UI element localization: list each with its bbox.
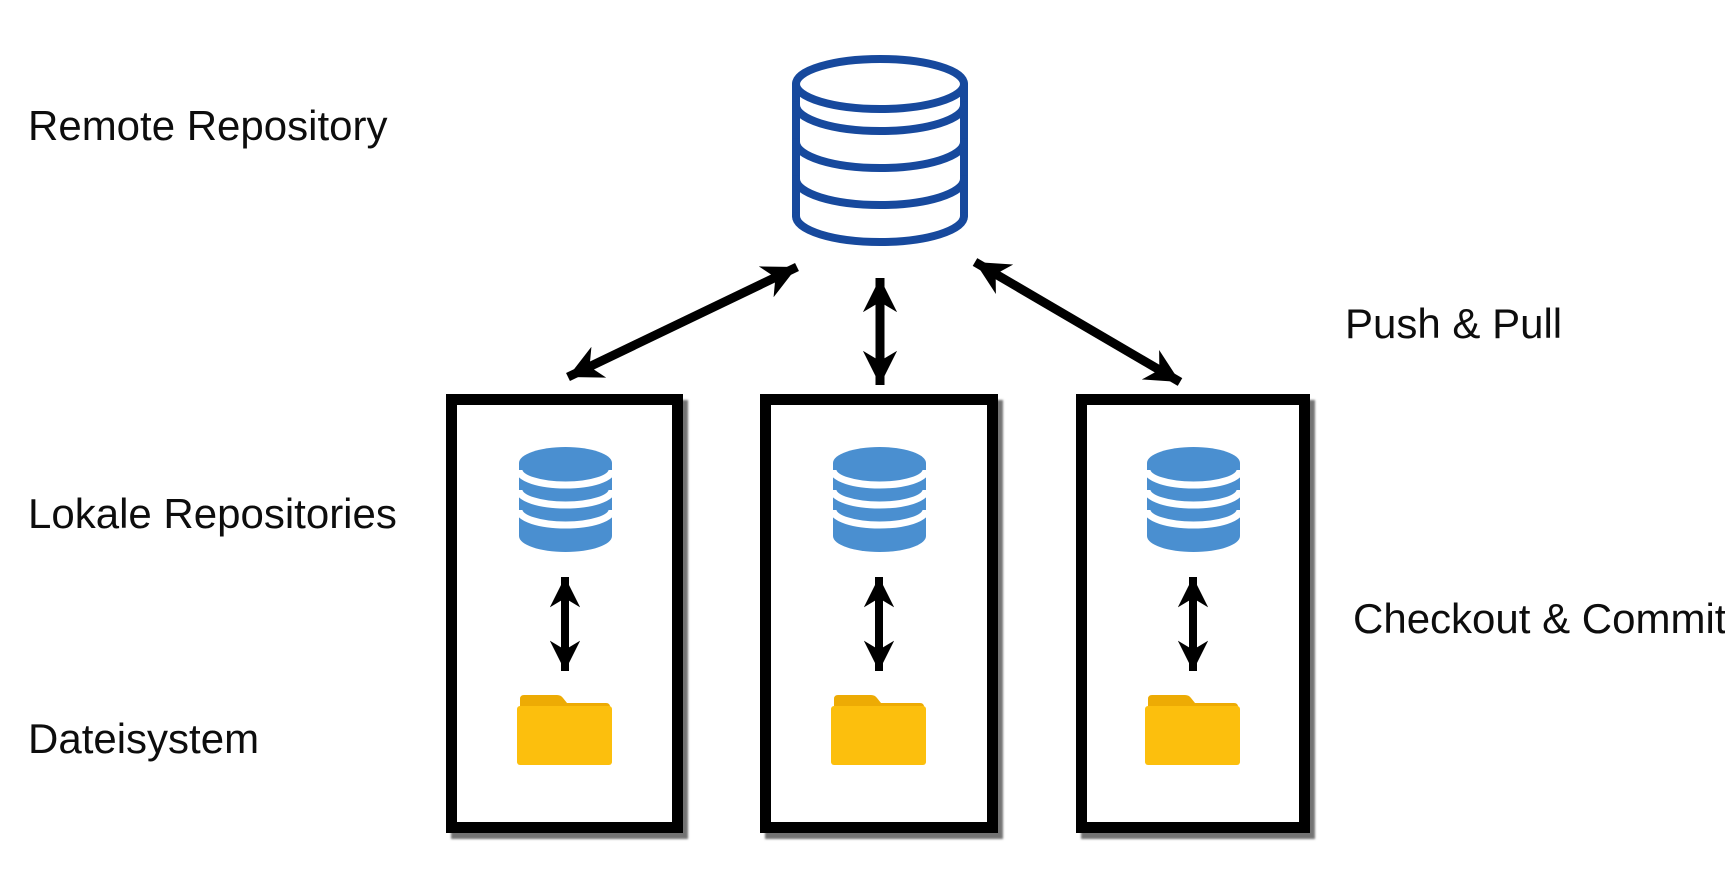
local-repo-box-1 (446, 394, 683, 833)
local-repo-box-3 (1076, 394, 1310, 833)
checkout-commit-arrow (549, 577, 580, 671)
push-pull-arrow-right (972, 258, 1183, 386)
remote-repository-label: Remote Repository (28, 102, 388, 149)
folder-icon (516, 695, 612, 765)
remote-database-icon (792, 55, 968, 247)
checkout-commit-label: Checkout & Commit (1353, 595, 1725, 642)
local-repo-box-2 (760, 394, 998, 833)
push-pull-arrow-left (566, 262, 799, 382)
checkout-commit-arrow (863, 577, 895, 671)
local-repositories-label: Lokale Repositories (28, 490, 397, 537)
local-database-icon (1147, 447, 1240, 552)
push-pull-label: Push & Pull (1345, 300, 1563, 347)
folder-icon (831, 695, 926, 765)
local-database-icon (833, 447, 926, 552)
checkout-commit-arrow (1177, 577, 1209, 671)
local-database-icon (518, 447, 612, 552)
folder-icon (1145, 695, 1240, 765)
filesystem-label: Dateisystem (28, 715, 260, 762)
